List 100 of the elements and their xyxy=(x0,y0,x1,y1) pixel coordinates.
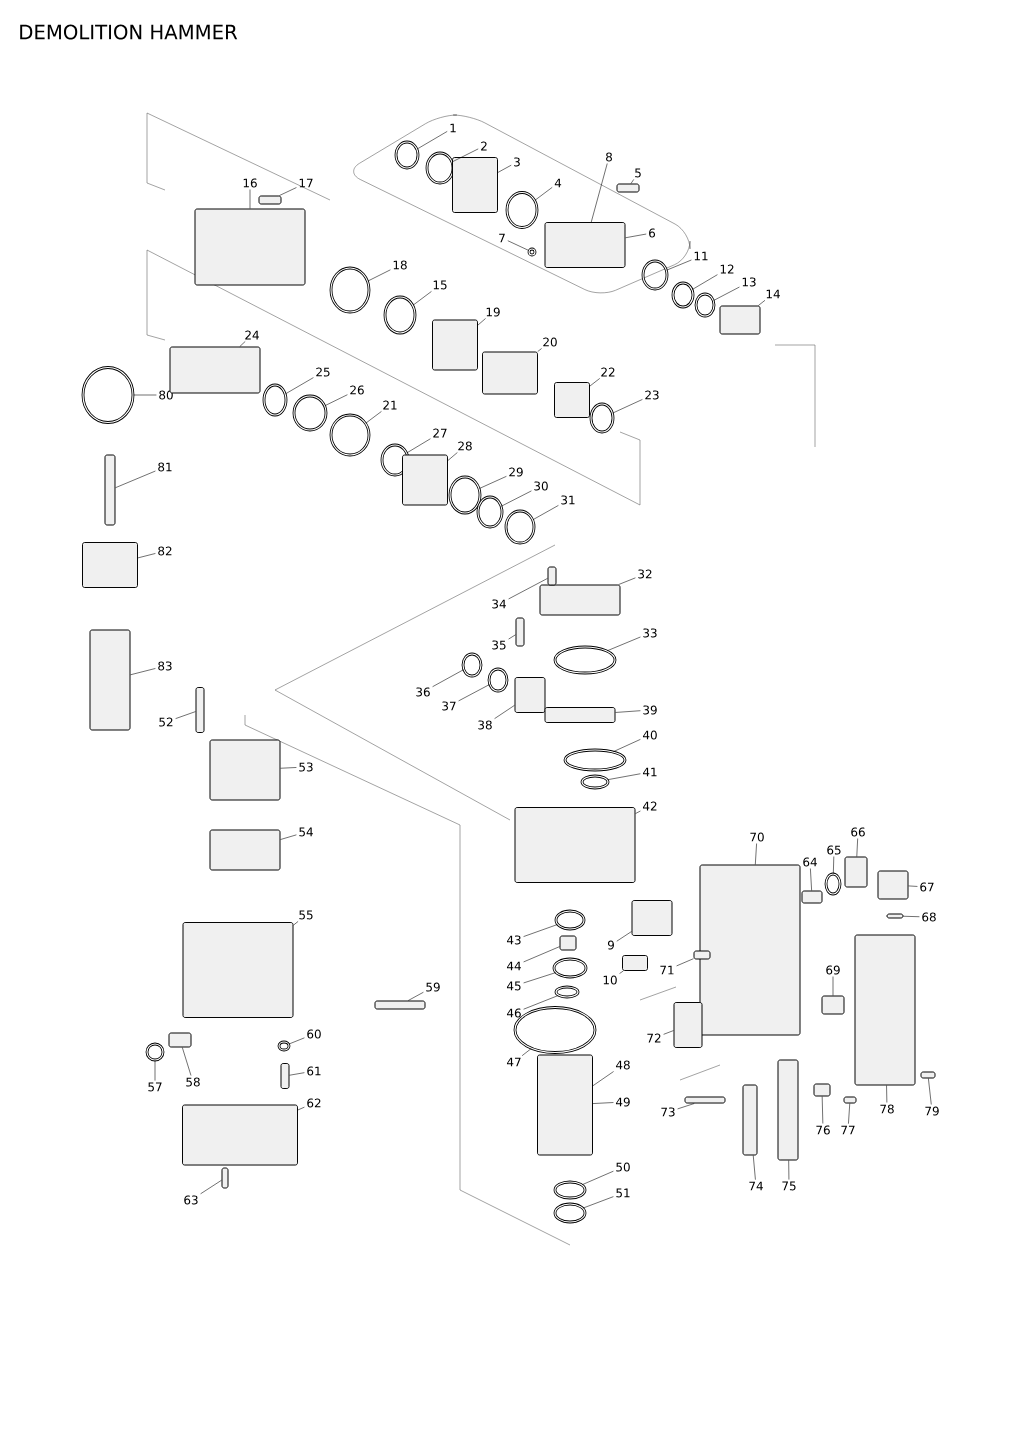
ring-part xyxy=(527,247,537,257)
leader-line xyxy=(154,1060,156,1081)
leader-line xyxy=(635,810,641,814)
part-drawing xyxy=(221,1167,229,1189)
part-drawing xyxy=(777,1059,799,1161)
callout-number: 17 xyxy=(299,178,313,188)
part-drawing xyxy=(452,157,498,213)
leader-line xyxy=(821,1096,824,1124)
part-drawing xyxy=(539,584,621,616)
leader-line xyxy=(406,438,431,454)
part-drawing xyxy=(82,542,138,588)
part-drawing xyxy=(886,913,904,919)
part-drawing xyxy=(813,1083,831,1097)
leader-line xyxy=(447,452,458,461)
leader-line xyxy=(810,868,812,891)
callout-number: 40 xyxy=(643,730,657,740)
ring-part xyxy=(824,872,842,896)
ring-part xyxy=(553,645,617,675)
callout-number: 3 xyxy=(514,157,520,167)
leader-line xyxy=(612,399,643,414)
callout-number: 61 xyxy=(307,1066,321,1076)
callout-number: 64 xyxy=(803,857,817,867)
leader-line xyxy=(758,300,766,306)
callout-number: 39 xyxy=(643,705,657,715)
leader-line xyxy=(589,378,601,387)
callout-number: 42 xyxy=(643,801,657,811)
callout-number: 37 xyxy=(442,701,456,711)
part-drawing xyxy=(432,319,478,371)
callout-number: 20 xyxy=(543,337,557,347)
part-drawing xyxy=(920,1071,936,1079)
ring-part xyxy=(383,295,417,335)
leader-line xyxy=(928,1078,932,1105)
part-drawing xyxy=(482,351,538,395)
callout-number: 10 xyxy=(603,975,617,985)
part-drawing xyxy=(877,870,909,900)
part-drawing xyxy=(821,995,845,1015)
callout-number: 65 xyxy=(827,845,841,855)
ring-part xyxy=(262,383,288,417)
leader-line xyxy=(666,259,692,271)
leader-line xyxy=(133,394,157,396)
part-drawing xyxy=(616,183,640,193)
part-drawing xyxy=(742,1084,758,1156)
callout-number: 7 xyxy=(499,233,505,243)
ring-part xyxy=(694,292,716,318)
part-drawing xyxy=(182,1104,298,1166)
part-drawing xyxy=(554,382,590,418)
leader-line xyxy=(365,411,382,424)
leader-line xyxy=(407,991,424,1001)
callout-number: 50 xyxy=(616,1162,630,1172)
part-drawing xyxy=(801,890,823,904)
callout-number: 24 xyxy=(245,330,259,340)
callout-number: 70 xyxy=(750,832,764,842)
leader-line xyxy=(239,341,246,347)
leader-line xyxy=(755,843,757,865)
leader-line xyxy=(507,240,530,251)
ring-part xyxy=(81,366,135,424)
part-drawing xyxy=(699,864,801,1036)
callout-number: 13 xyxy=(742,277,756,287)
callout-number: 35 xyxy=(492,640,506,650)
part-drawing xyxy=(258,195,282,205)
part-drawing xyxy=(622,955,648,971)
leader-line xyxy=(115,470,156,488)
callout-number: 54 xyxy=(299,827,313,837)
callout-number: 62 xyxy=(307,1098,321,1108)
callout-number: 72 xyxy=(647,1033,661,1043)
leader-line xyxy=(663,1030,674,1035)
callout-number: 1 xyxy=(450,123,456,133)
part-drawing xyxy=(514,677,546,713)
callout-number: 67 xyxy=(920,882,934,892)
callout-number: 15 xyxy=(433,280,447,290)
leader-line xyxy=(452,148,479,163)
leader-line xyxy=(501,490,532,507)
callout-number: 79 xyxy=(925,1106,939,1116)
callout-number: 36 xyxy=(416,687,430,697)
leader-line xyxy=(534,187,553,201)
leader-line xyxy=(293,921,299,926)
leader-line xyxy=(856,838,858,857)
callout-number: 29 xyxy=(509,467,523,477)
ring-part xyxy=(145,1042,165,1062)
leader-line xyxy=(130,668,156,676)
ring-part xyxy=(554,909,586,931)
callout-number: 52 xyxy=(159,717,173,727)
leader-line xyxy=(523,995,559,1010)
leader-line xyxy=(616,931,632,942)
leader-line xyxy=(297,1106,305,1111)
leader-line xyxy=(285,377,314,395)
ring-part xyxy=(552,957,588,979)
ring-part xyxy=(292,394,328,432)
callout-number: 43 xyxy=(507,935,521,945)
callout-number: 60 xyxy=(307,1029,321,1039)
leader-line xyxy=(630,179,634,184)
callout-number: 28 xyxy=(458,441,472,451)
part-drawing xyxy=(719,305,761,335)
part-drawing xyxy=(515,617,525,647)
ring-part xyxy=(476,495,504,529)
leader-line xyxy=(619,970,624,974)
leader-line xyxy=(713,286,740,301)
callout-number: 48 xyxy=(616,1060,630,1070)
part-drawing xyxy=(402,454,448,506)
part-drawing xyxy=(89,629,131,731)
